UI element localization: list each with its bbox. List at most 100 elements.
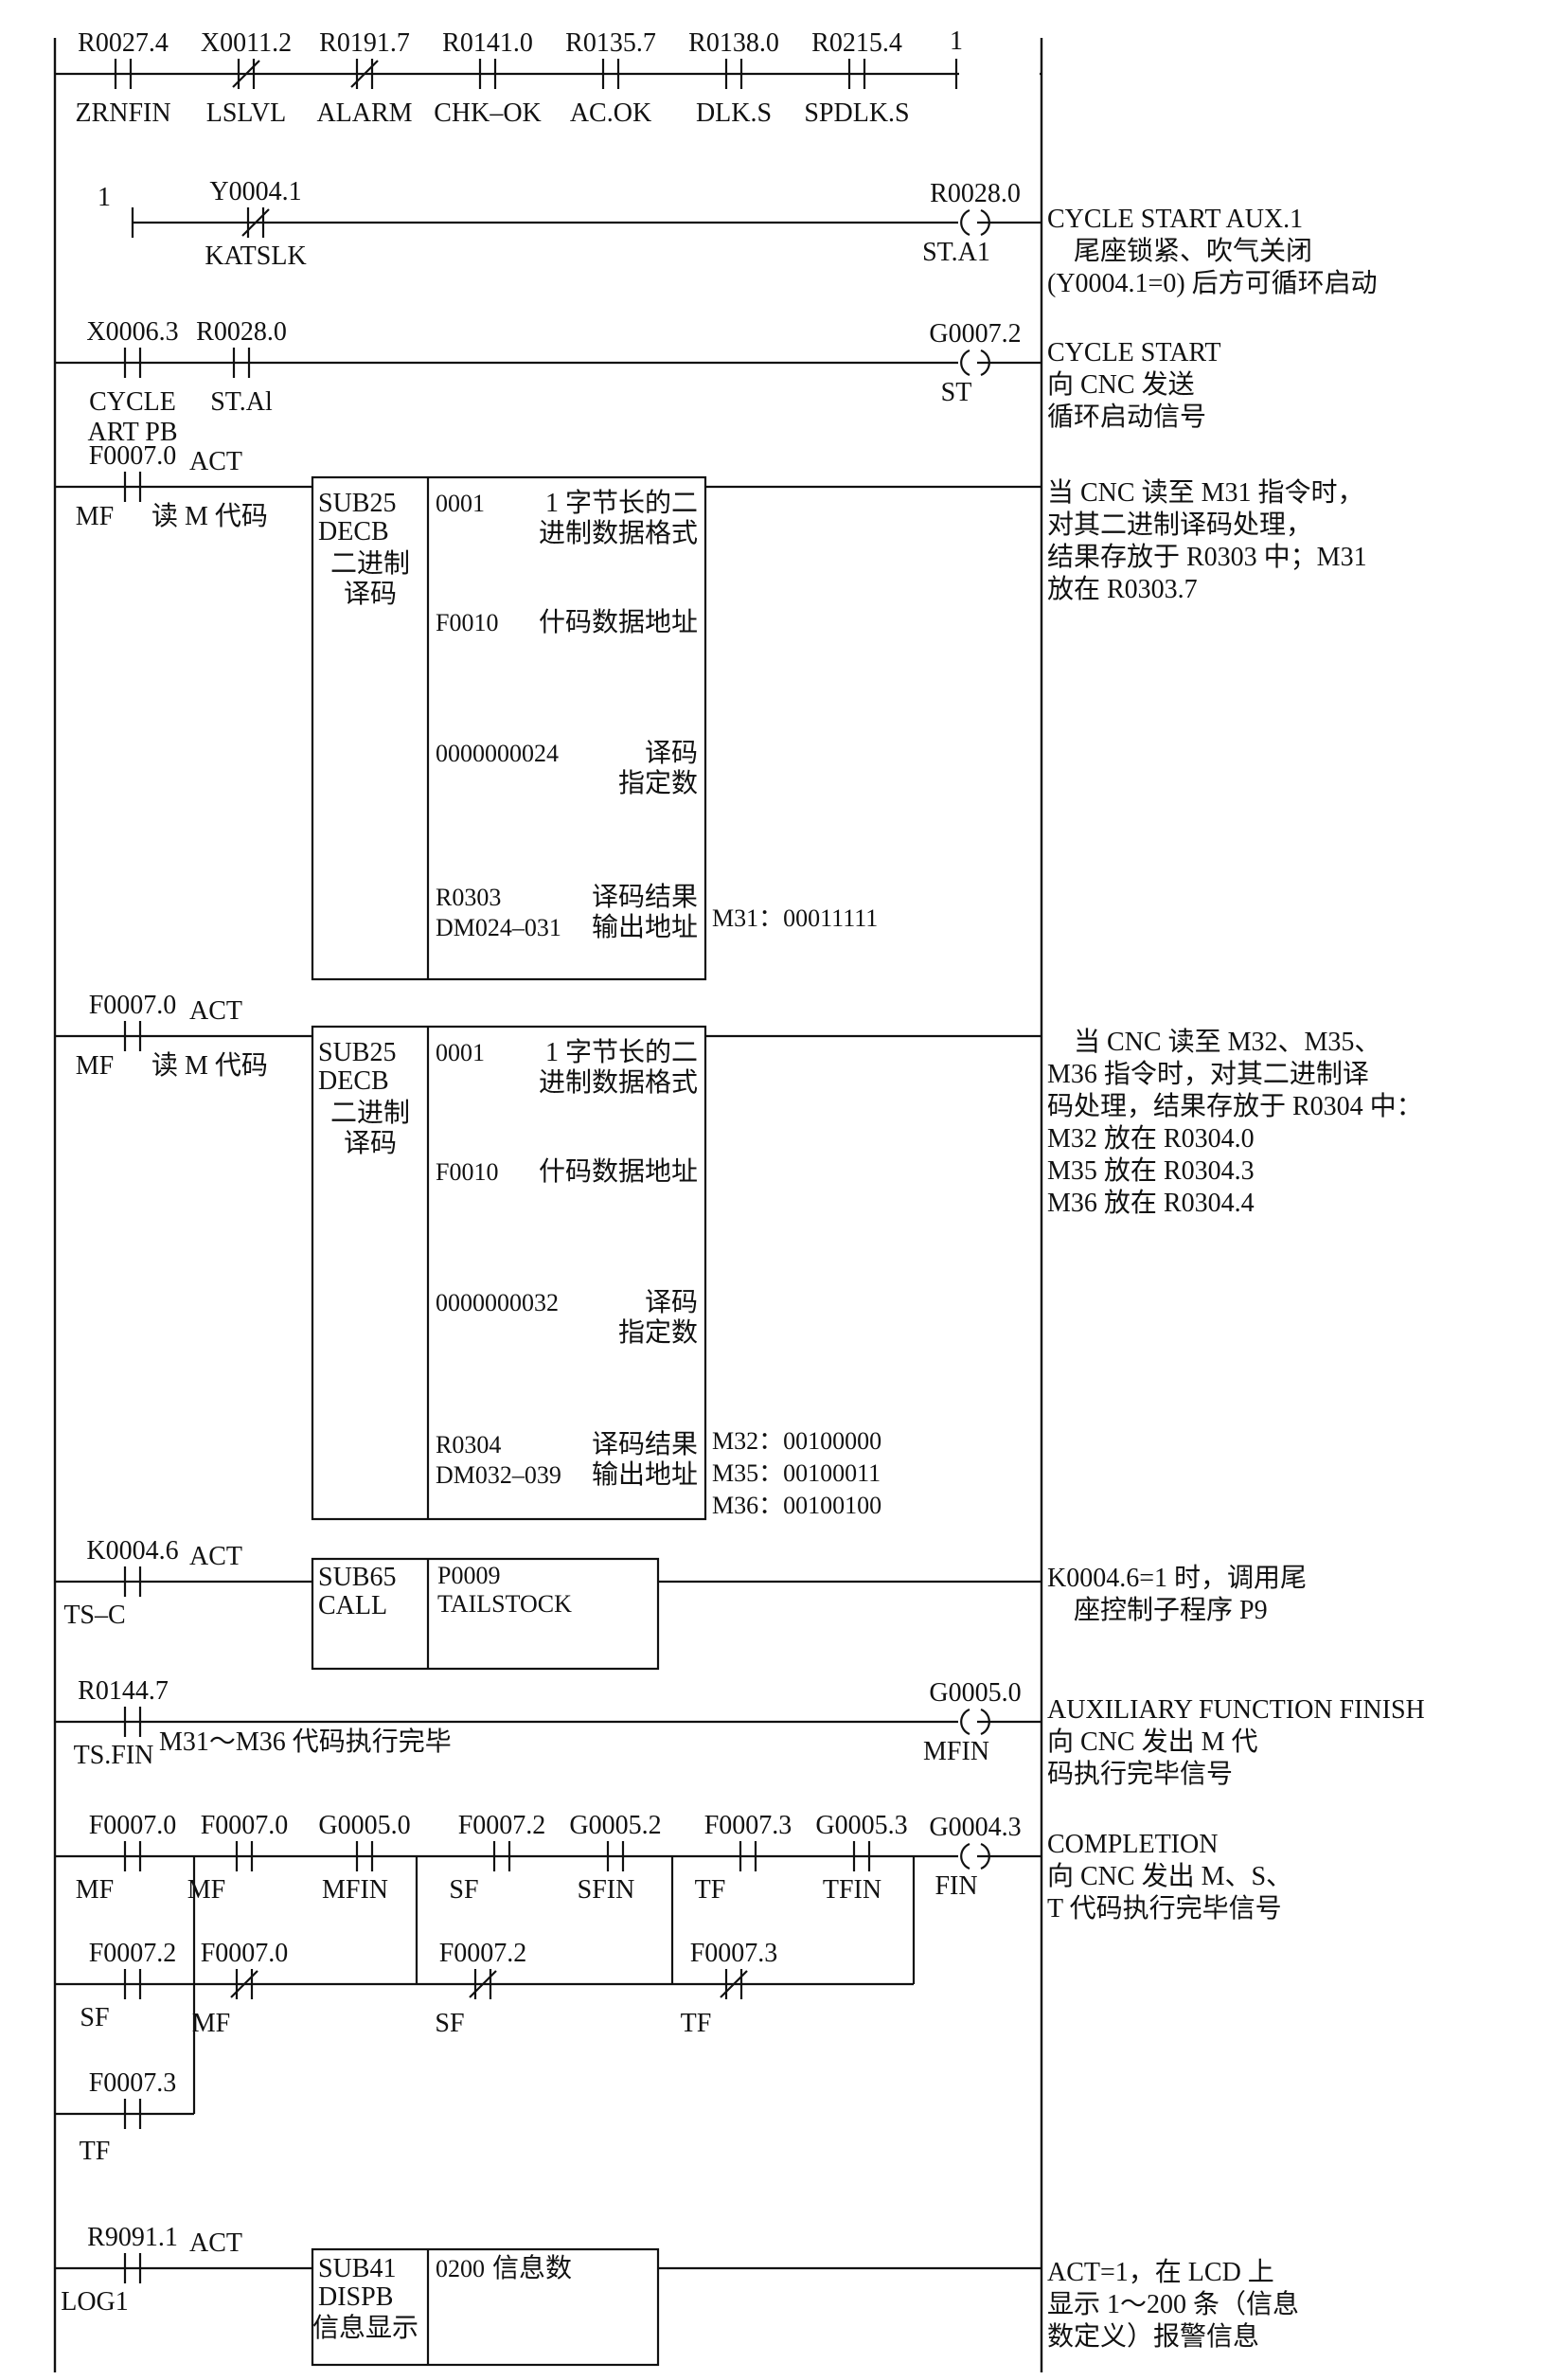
rung-8-contact-row2: F0007.2SF: [80, 1939, 176, 2032]
contact-address: R0138.0: [688, 28, 779, 58]
rung-5-param-desc: 输出地址: [592, 1459, 698, 1490]
contact-address: K0004.6: [86, 1536, 178, 1566]
rung-8-contact-row1: F0007.2SF: [449, 1811, 545, 1905]
rung-2-comment-line: 尾座锁紧、吹气关闭: [1047, 236, 1312, 266]
contact-symbol: TF: [681, 2009, 712, 2038]
rung-5-param-desc: 指定数: [618, 1317, 698, 1348]
rung-6-param-code2: TAILSTOCK: [437, 1590, 572, 1618]
contact-address: R0215.4: [811, 28, 902, 58]
contact-symbol: TS.FIN: [74, 1741, 154, 1770]
rung-4-param-desc: 什码数据地址: [539, 607, 698, 637]
rung-5-param-desc: 1 字节长的二: [545, 1037, 698, 1067]
contact-symbol: MF: [76, 1051, 114, 1081]
contact-slash: [350, 60, 379, 88]
rung-4-func-mnem: DECB: [318, 517, 389, 546]
rung-5-note: 读 M 代码: [151, 1050, 268, 1081]
rung-4-comment-line: 当 CNC 读至 M31 指令时，: [1047, 477, 1363, 508]
rung-8-contact-row1: F0007.3TF: [695, 1811, 792, 1905]
contact-address: X0011.2: [201, 28, 292, 58]
rung-5-param-desc: 译码: [645, 1288, 698, 1317]
contact-address: G0005.3: [815, 1811, 907, 1840]
contact-address: R0191.7: [319, 28, 410, 58]
rung-4-param-code: 0001: [436, 490, 485, 517]
rung-7-comment-line: 向 CNC 发出 M 代: [1047, 1727, 1257, 1757]
contact-symbol: SPDLK.S: [804, 98, 909, 128]
contact-symbol: MF: [76, 1875, 114, 1905]
contact-address: F0007.2: [439, 1939, 527, 1968]
rung-4-block: [311, 475, 707, 981]
rung-9-param-desc: 信息数: [492, 2253, 572, 2283]
rung-4-func-desc: 译码: [344, 580, 397, 609]
coil-arc: [980, 1708, 990, 1736]
rung-5-func-desc: 译码: [344, 1129, 397, 1158]
rung-6-comment-line: 座控制子程序 P9: [1047, 1595, 1268, 1625]
rung-4-note: 读 M 代码: [151, 501, 268, 531]
rung-4-param-desc: 译码: [645, 739, 698, 768]
contact-symbol-2: ART PB: [87, 418, 177, 447]
contact-symbol: LSLVL: [206, 98, 287, 128]
rung-5-param-desc: 译码结果: [592, 1429, 698, 1459]
rung-4-param-code: 0000000024: [436, 740, 559, 767]
rung-5-param-code: 0001: [436, 1039, 485, 1066]
rung-8-contact-row2: F0007.0MF: [192, 1939, 289, 2038]
coil-address: R0028.0: [930, 179, 1021, 208]
rung-5-side-note: M35：00100011: [712, 1459, 881, 1487]
rung-5-comment-line: M36 指令时，对其二进制译: [1047, 1059, 1369, 1089]
rung-4-param-desc: 进制数据格式: [539, 518, 698, 548]
rung-9-func-mnem: DISPB: [318, 2282, 393, 2312]
rung-5-param-desc: 进制数据格式: [539, 1067, 698, 1098]
rung-6-func-name: SUB65: [318, 1563, 396, 1592]
coil-symbol: ST: [941, 378, 972, 407]
coil-arc: [960, 208, 970, 237]
contact-address: F0007.3: [704, 1811, 792, 1840]
rung-4-contact: F0007.0MF: [76, 441, 177, 531]
contact-address: X0006.3: [86, 317, 178, 347]
contact-symbol: SFIN: [578, 1875, 635, 1905]
rung-7-contact-note: M31～M36 代码执行完毕: [159, 1727, 452, 1757]
coil-symbol: ST.A1: [922, 238, 990, 267]
wire-gap: [958, 1853, 977, 1859]
contact-symbol: TFIN: [823, 1875, 881, 1905]
rung-8-comment-line: COMPLETION: [1047, 1830, 1218, 1859]
rung-4-param-desc: 指定数: [618, 768, 698, 798]
rung-5-comment-line: M35 放在 R0304.3: [1047, 1155, 1255, 1186]
rung-5-act-label: ACT: [189, 996, 242, 1026]
contact-address: F0007.0: [89, 991, 177, 1020]
rung-6-block: [311, 1557, 660, 1671]
rung-7-comment-line: AUXILIARY FUNCTION FINISH: [1047, 1695, 1425, 1725]
rung-1-contact: R0135.7AC.OK: [565, 28, 656, 128]
contact-symbol: CYCLE: [89, 387, 176, 417]
contact-address: F0007.2: [458, 1811, 546, 1840]
contact-symbol: ALARM: [316, 98, 412, 128]
rung-4-func-desc: 二进制: [330, 548, 410, 579]
rung-5-param-code: R0304: [436, 1431, 501, 1458]
rung-2-comment-line: CYCLE START AUX.1: [1047, 205, 1303, 234]
rung-8-contact-row1: F0007.0MF: [187, 1811, 289, 1905]
coil-symbol: FIN: [935, 1871, 977, 1901]
contact-slash: [241, 208, 270, 237]
coil-address: G0005.0: [929, 1678, 1021, 1708]
rung-5-comment-line: M32 放在 R0304.0: [1047, 1123, 1255, 1154]
rung-5-func-desc: 二进制: [330, 1098, 410, 1128]
rung-5-param-code: 0000000032: [436, 1289, 559, 1316]
rung-9-param-code: 0200: [436, 2255, 485, 2282]
contact-address: R0144.7: [78, 1676, 169, 1706]
contact-address: R9091.1: [87, 2223, 178, 2252]
contact-address: F0007.3: [89, 2068, 177, 2098]
coil-address: G0007.2: [929, 319, 1021, 349]
contact-slash: [469, 1970, 497, 1998]
contact-symbol: ST.Al: [210, 387, 273, 417]
contact-symbol: MF: [192, 2009, 230, 2038]
contact-symbol: TS–C: [63, 1601, 125, 1630]
contact-symbol: TF: [80, 2137, 111, 2166]
